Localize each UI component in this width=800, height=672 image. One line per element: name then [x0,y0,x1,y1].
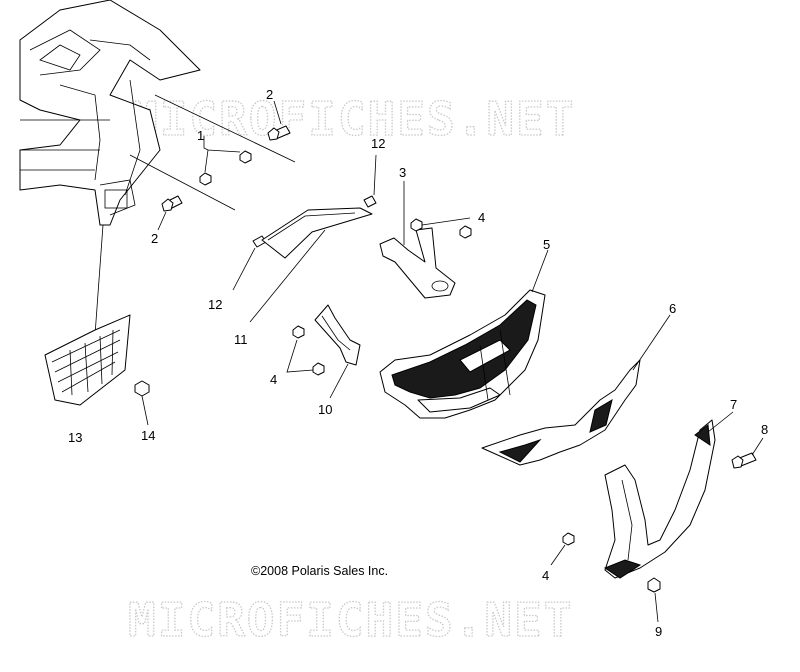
callout-6: 6 [669,301,676,316]
part-4-nuts-upper [410,217,472,239]
part-1-nuts [199,136,252,186]
callout-13: 13 [68,430,82,445]
callout-14: 14 [141,428,155,443]
part-11-panel [249,207,373,323]
part-6-fender [481,314,671,466]
callout-7: 7 [730,397,737,412]
part-4-nuts-middle [286,325,325,376]
callout-2-upper: 2 [266,87,273,102]
part-3-bracket [379,181,456,299]
part-13-skid-plate [44,314,131,406]
callout-10: 10 [318,402,332,417]
part-2-bolt-lower [157,195,183,231]
callout-9: 9 [655,624,662,639]
callout-4-middle: 4 [270,372,277,387]
part-8-bolt [731,437,764,469]
part-12-screw-lower [232,235,267,291]
part-9-bolt [647,577,661,623]
part-14-bolt [134,380,150,426]
copyright-notice: ©2008 Polaris Sales Inc. [251,564,388,578]
callout-4-lower: 4 [542,568,549,583]
vehicle-frame [19,0,201,226]
callout-12-upper: 12 [371,136,385,151]
part-12-screw-upper [363,154,377,208]
part-4-nut-lower [550,532,575,566]
callout-3: 3 [399,165,406,180]
part-10-bracket [314,304,361,399]
callout-5: 5 [543,237,550,252]
watermark-top: MICROFICHES.NET [130,92,575,146]
callout-4-upper: 4 [478,210,485,225]
callout-1: 1 [197,128,204,143]
part-2-bolt-upper [267,100,291,141]
callout-11: 11 [234,332,248,347]
callout-2-lower: 2 [151,231,158,246]
callout-8: 8 [761,422,768,437]
watermark-bottom: MICROFICHES.NET [128,593,573,647]
part-7-fender [603,411,734,579]
callout-12-lower: 12 [208,297,222,312]
part-5-bumper [379,249,549,419]
